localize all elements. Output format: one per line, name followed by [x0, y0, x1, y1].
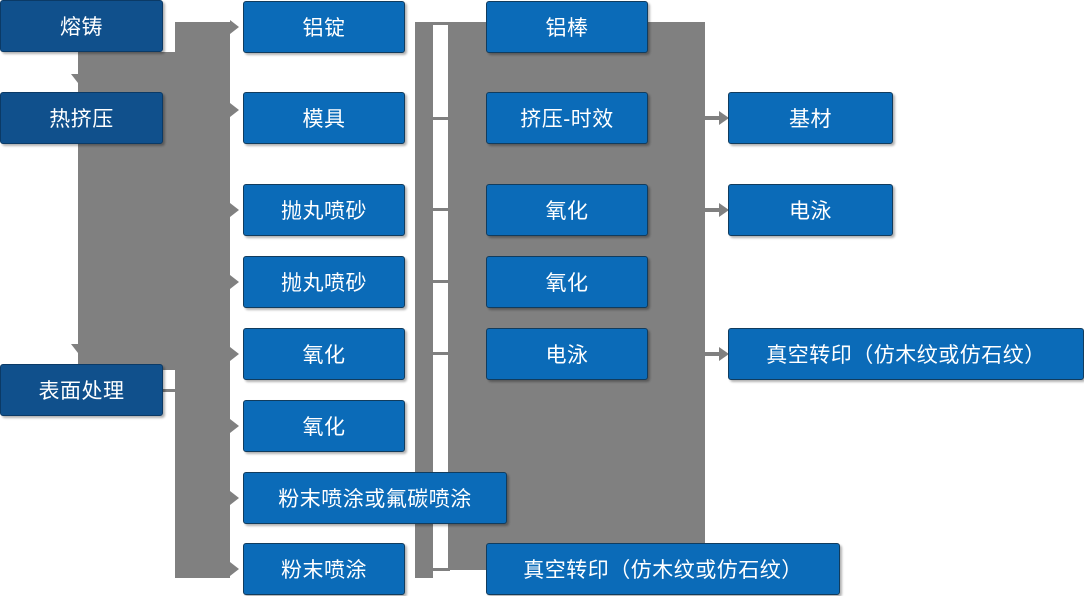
- process-box-c4-2[interactable]: 电泳: [728, 184, 893, 236]
- connector-arrow-electro: [705, 203, 729, 217]
- process-box-c2-3[interactable]: 抛丸喷砂: [243, 184, 405, 236]
- process-box-c2-1[interactable]: 铝锭: [243, 1, 405, 53]
- connector-middle-bar: [415, 22, 433, 578]
- process-box-c3-4[interactable]: 氧化: [486, 256, 648, 308]
- connector-rung-3: [433, 208, 450, 211]
- connector-arrow-down-casting: [71, 74, 85, 83]
- process-box-c2-6[interactable]: 氧化: [243, 400, 405, 452]
- process-box-c4-1[interactable]: 基材: [728, 92, 893, 144]
- connector-notch-c2-3: [230, 203, 239, 217]
- connector-notch-c2-8: [230, 562, 239, 576]
- connector-arrow-down-extrude: [71, 344, 85, 353]
- process-box-c3-6[interactable]: 真空转印（仿木纹或仿石纹）: [486, 543, 840, 595]
- connector-surface-link: [163, 389, 185, 392]
- process-box-c3-3[interactable]: 氧化: [486, 184, 648, 236]
- process-box-c2-8[interactable]: 粉末喷涂: [243, 543, 405, 595]
- process-box-c3-2[interactable]: 挤压-时效: [486, 92, 648, 144]
- connector-rung-5: [433, 352, 450, 355]
- process-box-c3-1[interactable]: 铝棒: [486, 1, 648, 53]
- connector-rung-1: [433, 22, 450, 25]
- stage-box-extrude[interactable]: 热挤压: [0, 92, 163, 144]
- process-box-c2-2[interactable]: 模具: [243, 92, 405, 144]
- stage-box-surface[interactable]: 表面处理: [0, 364, 163, 416]
- connector-left-bar: [175, 22, 230, 578]
- stage-box-casting[interactable]: 熔铸: [0, 0, 163, 52]
- connector-notch-c2-7: [230, 491, 239, 505]
- connector-arrow-transfer: [705, 347, 729, 361]
- process-box-c3-5[interactable]: 电泳: [486, 328, 648, 380]
- process-box-c4-3[interactable]: 真空转印（仿木纹或仿石纹）: [728, 328, 1084, 380]
- process-box-c2-7[interactable]: 粉末喷涂或氟碳喷涂: [243, 472, 507, 524]
- connector-notch-c2-4: [230, 275, 239, 289]
- connector-rung-4: [433, 280, 450, 283]
- connector-arrow-base: [705, 111, 729, 125]
- connector-notch-c2-2: [230, 103, 239, 117]
- process-box-c2-4[interactable]: 抛丸喷砂: [243, 256, 405, 308]
- process-box-c2-5[interactable]: 氧化: [243, 328, 405, 380]
- connector-notch-c2-1: [230, 20, 239, 34]
- connector-rung-6: [433, 568, 450, 571]
- connector-notch-c2-6: [230, 419, 239, 433]
- connector-notch-c2-5: [230, 347, 239, 361]
- connector-rung-2: [433, 117, 450, 120]
